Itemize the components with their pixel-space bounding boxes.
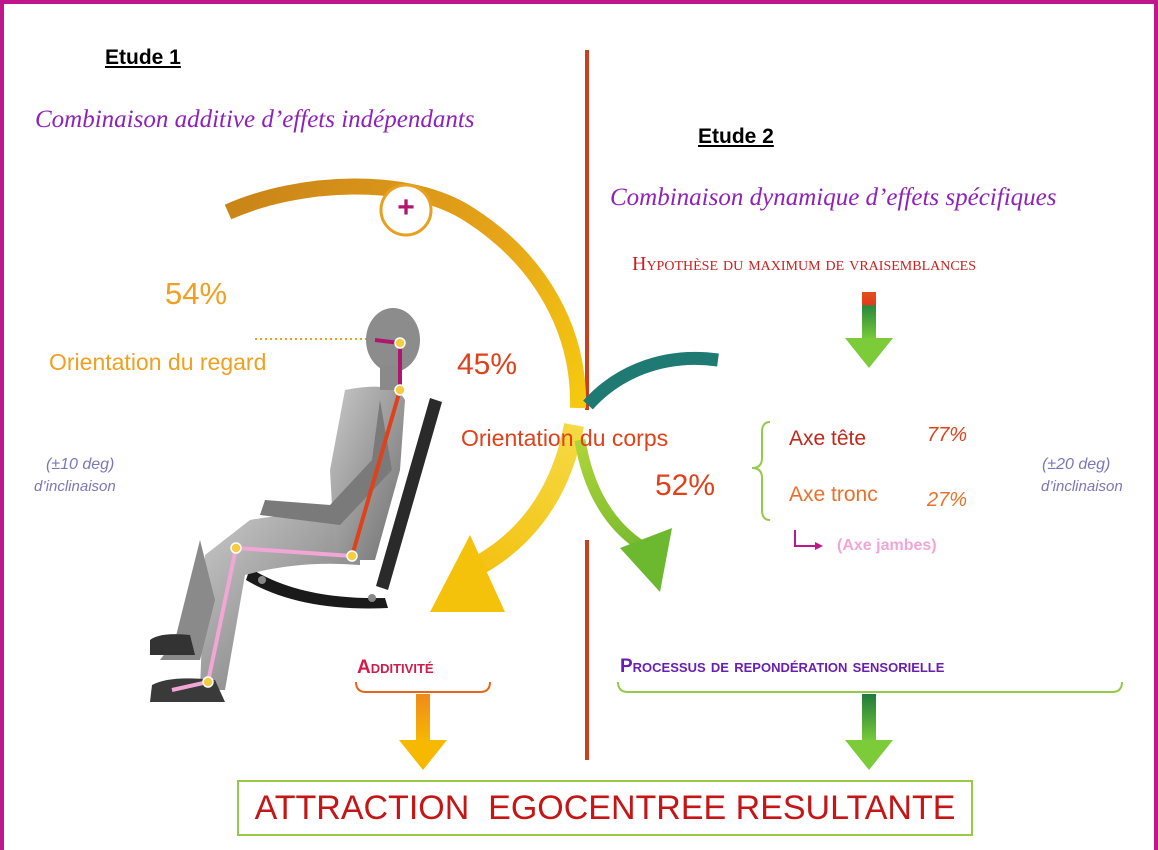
reweighting-down-shaft bbox=[862, 694, 876, 742]
additivity-bracket bbox=[355, 681, 491, 693]
additive-arc bbox=[224, 178, 587, 409]
study2-hypothesis: Combinaison dynamique d’effets spécifiqu… bbox=[610, 184, 1057, 211]
legs-axis-line bbox=[171, 545, 353, 692]
additivity-label: Additivité bbox=[357, 657, 434, 678]
trunk-axis-line bbox=[350, 389, 402, 557]
plus-circle bbox=[379, 183, 433, 237]
additivity-curved-arrow bbox=[465, 423, 584, 579]
study2-tilt-range: (±20 deg) bbox=[1042, 456, 1111, 473]
reweighting-curved-arrow bbox=[574, 439, 644, 550]
reweighting-label: Processus de repondération sensorielle bbox=[620, 656, 945, 677]
dynamic-arc bbox=[583, 351, 719, 410]
gaze-label: Orientation du regard bbox=[49, 349, 267, 375]
study1-body-percent: 45% bbox=[457, 348, 518, 381]
head-axis-label: Axe tête bbox=[789, 427, 867, 450]
head-axis-percent: 77% bbox=[927, 424, 968, 446]
result-label: ATTRACTION EGOCENTREE RESULTANTE bbox=[254, 788, 956, 827]
seated-person-figure bbox=[150, 308, 442, 702]
study1-tilt-range: (±10 deg) bbox=[46, 456, 115, 473]
additivity-down-shaft bbox=[416, 694, 430, 742]
reweighting-bracket bbox=[617, 681, 1123, 693]
plus-symbol: + bbox=[397, 191, 415, 224]
study1-tilt-label: d’inclinaison bbox=[34, 478, 116, 495]
body-orientation-label: Orientation du corps bbox=[461, 425, 669, 451]
result-box: ATTRACTION EGOCENTREE RESULTANTE bbox=[237, 780, 973, 836]
study2-body-percent: 52% bbox=[655, 469, 716, 502]
ml-hypothesis: Hypothèse du maximum de vraisemblances bbox=[632, 253, 977, 275]
study2-tilt-label: d’inclinaison bbox=[1041, 478, 1123, 495]
ml-arrow-head bbox=[845, 338, 893, 368]
ml-arrow-shaft bbox=[862, 292, 876, 340]
legs-pointer-arrow bbox=[794, 530, 815, 547]
trunk-axis-label: Axe tronc bbox=[789, 483, 878, 506]
study1-title: Etude 1 bbox=[105, 46, 181, 69]
legs-pointer-head bbox=[815, 542, 823, 550]
gaze-percent: 54% bbox=[165, 276, 228, 311]
reweighting-down-head bbox=[845, 740, 893, 770]
axes-brace bbox=[751, 421, 771, 521]
additivity-arrow-head bbox=[430, 535, 505, 612]
study1-hypothesis: Combinaison additive d’effets indépendan… bbox=[35, 106, 475, 133]
body-joints bbox=[202, 337, 406, 688]
reweighting-arrow-head bbox=[620, 528, 672, 592]
study2-title: Etude 2 bbox=[698, 125, 774, 148]
legs-axis-label: (Axe jambes) bbox=[837, 537, 937, 554]
additivity-down-head bbox=[399, 740, 447, 770]
trunk-axis-percent: 27% bbox=[927, 489, 968, 511]
